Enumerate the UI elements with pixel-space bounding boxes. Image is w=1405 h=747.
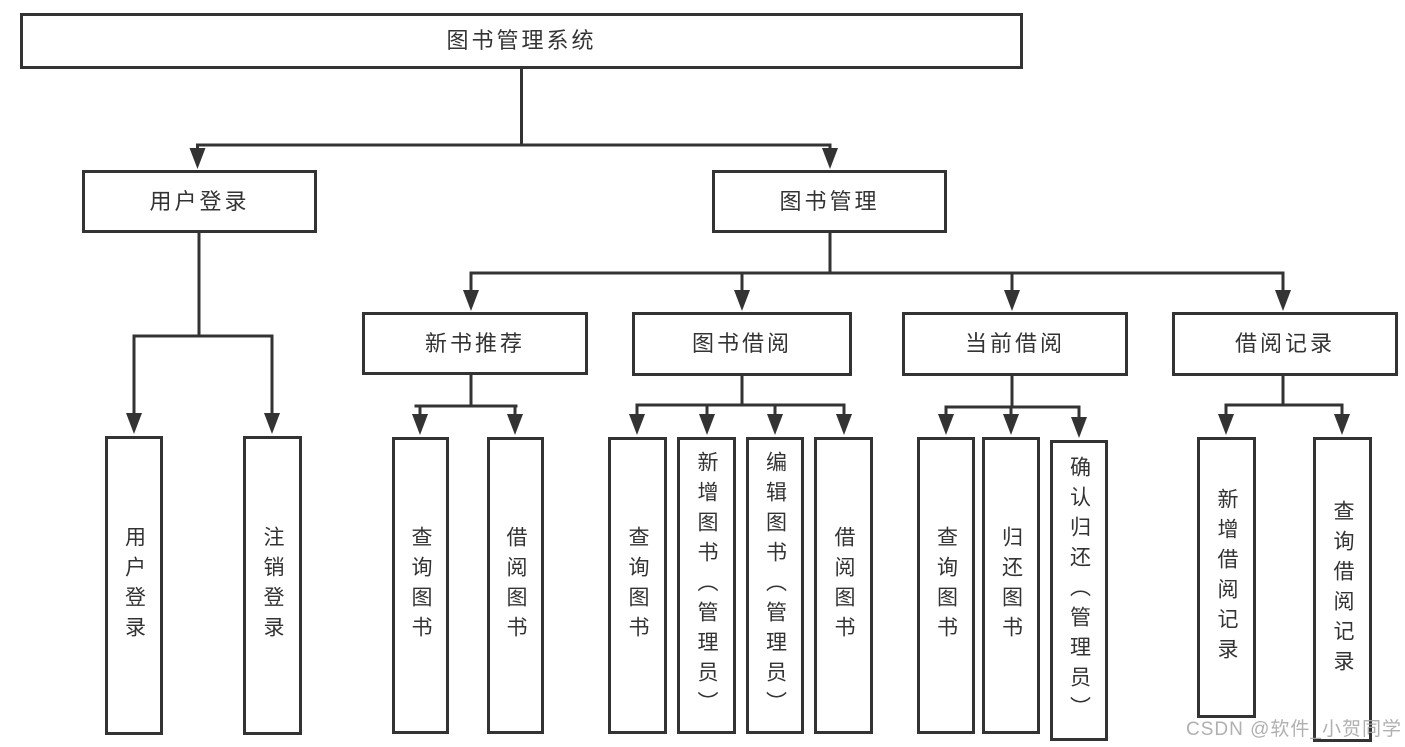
leaf-borrow-edit-books-admin: 编辑图书（管理员） bbox=[746, 437, 804, 734]
node-new-book-recommend-label: 新书推荐 bbox=[424, 330, 525, 356]
leaf-logout: 注销登录 bbox=[243, 436, 302, 735]
node-root-label: 图书管理系统 bbox=[446, 28, 597, 53]
node-user-login: 用户登录 bbox=[82, 170, 317, 233]
node-borrow-record-label: 借阅记录 bbox=[1234, 331, 1335, 356]
leaf-current-return-books-label: 归还图书 bbox=[999, 525, 1023, 646]
node-borrow-record: 借阅记录 bbox=[1172, 312, 1398, 376]
leaf-borrow-borrow-books-label: 借阅图书 bbox=[832, 525, 855, 646]
leaf-record-add-borrow-record: 新增借阅记录 bbox=[1197, 437, 1256, 718]
node-root-library-system: 图书管理系统 bbox=[20, 13, 1023, 69]
leaf-newrec-query-books-label: 查询图书 bbox=[409, 525, 432, 646]
leaf-borrow-add-books-admin-label: 新增图书（管理员） bbox=[695, 450, 718, 721]
leaf-logout-label: 注销登录 bbox=[261, 525, 284, 646]
leaf-record-query-borrow-record: 查询借阅记录 bbox=[1313, 437, 1372, 742]
node-current-borrow: 当前借阅 bbox=[902, 312, 1128, 376]
leaf-current-confirm-return-admin: 确认归还（管理员） bbox=[1050, 440, 1108, 741]
leaf-current-return-books: 归还图书 bbox=[982, 437, 1040, 734]
leaf-current-confirm-return-admin-label: 确认归还（管理员） bbox=[1067, 455, 1091, 726]
node-book-borrow: 图书借阅 bbox=[632, 312, 852, 376]
leaf-borrow-borrow-books: 借阅图书 bbox=[814, 437, 873, 734]
leaf-user-login: 用户登录 bbox=[105, 436, 163, 735]
leaf-newrec-borrow-books-label: 借阅图书 bbox=[504, 525, 527, 646]
leaf-user-login-label: 用户登录 bbox=[122, 525, 146, 646]
leaf-record-query-borrow-record-label: 查询借阅记录 bbox=[1331, 499, 1354, 680]
node-book-management: 图书管理 bbox=[712, 170, 947, 233]
leaf-borrow-query-books-label: 查询图书 bbox=[626, 525, 649, 646]
node-book-management-label: 图书管理 bbox=[779, 188, 880, 214]
node-current-borrow-label: 当前借阅 bbox=[964, 331, 1065, 356]
leaf-newrec-borrow-books: 借阅图书 bbox=[487, 437, 544, 734]
leaf-borrow-edit-books-admin-label: 编辑图书（管理员） bbox=[763, 450, 787, 721]
leaf-borrow-query-books: 查询图书 bbox=[608, 437, 667, 734]
leaf-record-add-borrow-record-label: 新增借阅记录 bbox=[1215, 487, 1238, 668]
node-book-borrow-label: 图书借阅 bbox=[691, 331, 792, 356]
csdn-watermark: CSDN @软件_小贺同学 bbox=[1186, 719, 1402, 740]
leaf-borrow-add-books-admin: 新增图书（管理员） bbox=[677, 437, 736, 734]
leaf-current-query-books-label: 查询图书 bbox=[934, 525, 958, 646]
leaf-current-query-books: 查询图书 bbox=[917, 437, 975, 734]
node-new-book-recommend: 新书推荐 bbox=[362, 312, 588, 375]
leaf-newrec-query-books: 查询图书 bbox=[392, 437, 449, 734]
node-user-login-label: 用户登录 bbox=[149, 188, 250, 214]
